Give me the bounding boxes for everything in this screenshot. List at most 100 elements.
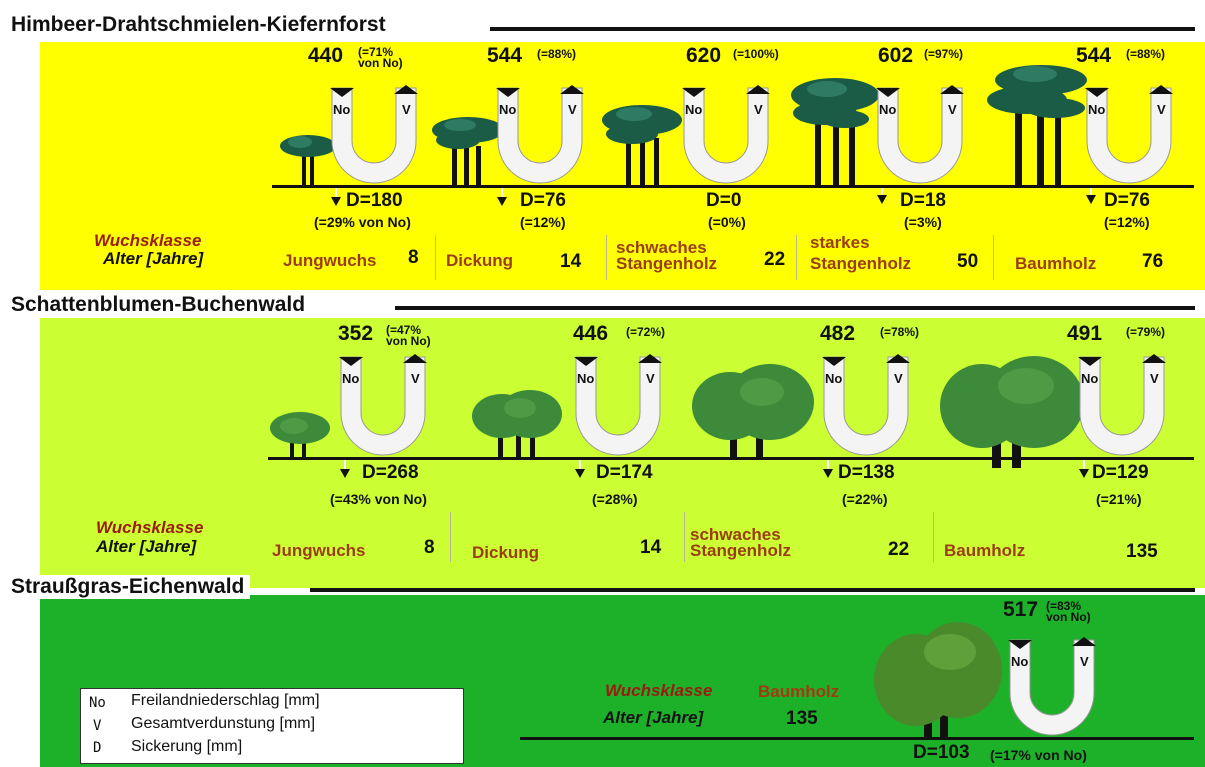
v-arrow-icon [638, 354, 662, 363]
seepage-arrow-icon [877, 188, 887, 204]
percent-of-no-line2: von No) [1046, 610, 1091, 624]
v-label: V [894, 371, 903, 386]
seepage-value: D=129 [1092, 462, 1149, 483]
legend-label: Gesamtverdunstung [mm] [131, 715, 316, 732]
seepage-value: D=0 [706, 190, 742, 211]
column-separator [450, 512, 451, 562]
v-label: V [646, 371, 655, 386]
ground-line-2 [268, 457, 1194, 460]
no-value: 446 [573, 322, 609, 345]
percent-of-no: (=78%) [880, 325, 920, 339]
seepage-value: D=268 [362, 462, 419, 483]
section-title-eichenwald: Straußgras-Eichenwald [5, 575, 251, 599]
seepage-arrow-icon [1086, 188, 1096, 204]
no-label: No [685, 102, 703, 117]
wuchsklasse-label: Wuchsklasse [96, 518, 204, 537]
alter-label: Alter [Jahre] [103, 249, 204, 268]
no-arrow-icon [330, 88, 354, 97]
v-arrow-icon [394, 85, 418, 94]
stage-label: Jungwuchs [272, 541, 366, 560]
no-label: No [825, 371, 843, 386]
stage-age: 50 [957, 251, 979, 272]
seepage-value: D=76 [1104, 190, 1150, 211]
percent-of-no: (=97%) [924, 47, 964, 61]
pine-tree-icon [791, 78, 879, 186]
seepage-value: D=18 [900, 190, 946, 211]
water-balance-u-icon [1008, 637, 1096, 736]
v-label: V [754, 102, 763, 117]
ground-line-3 [520, 737, 1194, 740]
no-label: No [1088, 102, 1106, 117]
legend-symbol: D [93, 740, 102, 756]
percent-of-no: (=71% [358, 45, 394, 59]
beech-tree-icon [692, 364, 814, 458]
legend-label: Sickerung [mm] [131, 738, 243, 755]
no-arrow-icon [339, 357, 363, 366]
no-value: 440 [308, 44, 344, 67]
percent-of-no: (=88%) [1126, 47, 1166, 61]
stage-label: Baumholz [758, 682, 840, 701]
ground-line-1 [272, 185, 1194, 188]
percent-of-no: (=72%) [626, 325, 666, 339]
stage-label-line2: Stangenholz [810, 254, 912, 273]
stage-label-line2: Stangenholz [616, 254, 718, 273]
no-arrow-icon [574, 357, 598, 366]
no-value: 544 [487, 44, 523, 67]
no-value: 482 [820, 322, 856, 345]
stage-label: Dickung [446, 251, 514, 270]
seepage-value: D=103 [913, 742, 970, 763]
seepage-percent: (=22%) [842, 491, 888, 507]
stage-age: 76 [1142, 251, 1164, 272]
no-arrow-icon [496, 88, 520, 97]
percent-of-no-line2: von No) [358, 56, 403, 70]
oak-tree-icon [874, 622, 1002, 738]
no-arrow-icon [1008, 640, 1032, 649]
v-arrow-icon [1142, 354, 1166, 363]
seepage-percent: (=12%) [520, 214, 566, 230]
pine-tree-icon [432, 117, 504, 186]
percent-of-no: (=79%) [1126, 325, 1166, 339]
stage-label: schwaches [616, 238, 707, 257]
seepage-arrow-icon [340, 460, 350, 478]
pine-tree-icon [280, 135, 336, 186]
percent-of-no: (=47% [386, 323, 422, 337]
seepage-arrow-icon [331, 188, 341, 206]
stage-label: Dickung [472, 543, 540, 562]
stage-label: Jungwuchs [283, 251, 377, 270]
stage-age: 8 [424, 537, 435, 558]
title-rule-2 [395, 306, 1195, 310]
stage-age: 14 [640, 537, 662, 558]
column-separator [933, 512, 934, 562]
percent-of-no: (=88%) [537, 47, 577, 61]
water-balance-u-icon [1085, 85, 1173, 184]
no-value: 517 [1003, 598, 1039, 621]
seepage-arrow-icon [823, 460, 833, 478]
section-title-kiefernforst: Himbeer-Drahtschmielen-Kiefernforst [5, 13, 392, 37]
water-balance-u-icon [682, 85, 770, 184]
stage-label: schwaches [690, 525, 781, 544]
v-arrow-icon [1072, 637, 1096, 646]
no-value: 544 [1076, 44, 1112, 67]
legend-label: Freilandniederschlag [mm] [131, 692, 320, 709]
seepage-percent: (=29% von No) [314, 214, 411, 230]
beech-tree-icon [472, 390, 562, 458]
seepage-value: D=138 [838, 462, 895, 483]
stage-age: 14 [560, 251, 582, 272]
no-arrow-icon [682, 88, 706, 97]
seepage-arrow-icon [497, 188, 507, 206]
v-label: V [1150, 371, 1159, 386]
column-separator [993, 235, 994, 280]
seepage-value: D=180 [346, 190, 403, 211]
no-label: No [879, 102, 897, 117]
title-rule-1 [490, 27, 1195, 31]
water-balance-u-icon [876, 85, 964, 184]
stage-label: Baumholz [1015, 254, 1097, 273]
seepage-value: D=174 [596, 462, 653, 483]
v-label: V [1157, 102, 1166, 117]
v-arrow-icon [560, 85, 584, 94]
no-arrow-icon [876, 88, 900, 97]
percent-of-no-line2: von No) [386, 334, 431, 348]
column-separator [606, 235, 607, 280]
v-label: V [948, 102, 957, 117]
stage-label: starkes [810, 233, 870, 252]
